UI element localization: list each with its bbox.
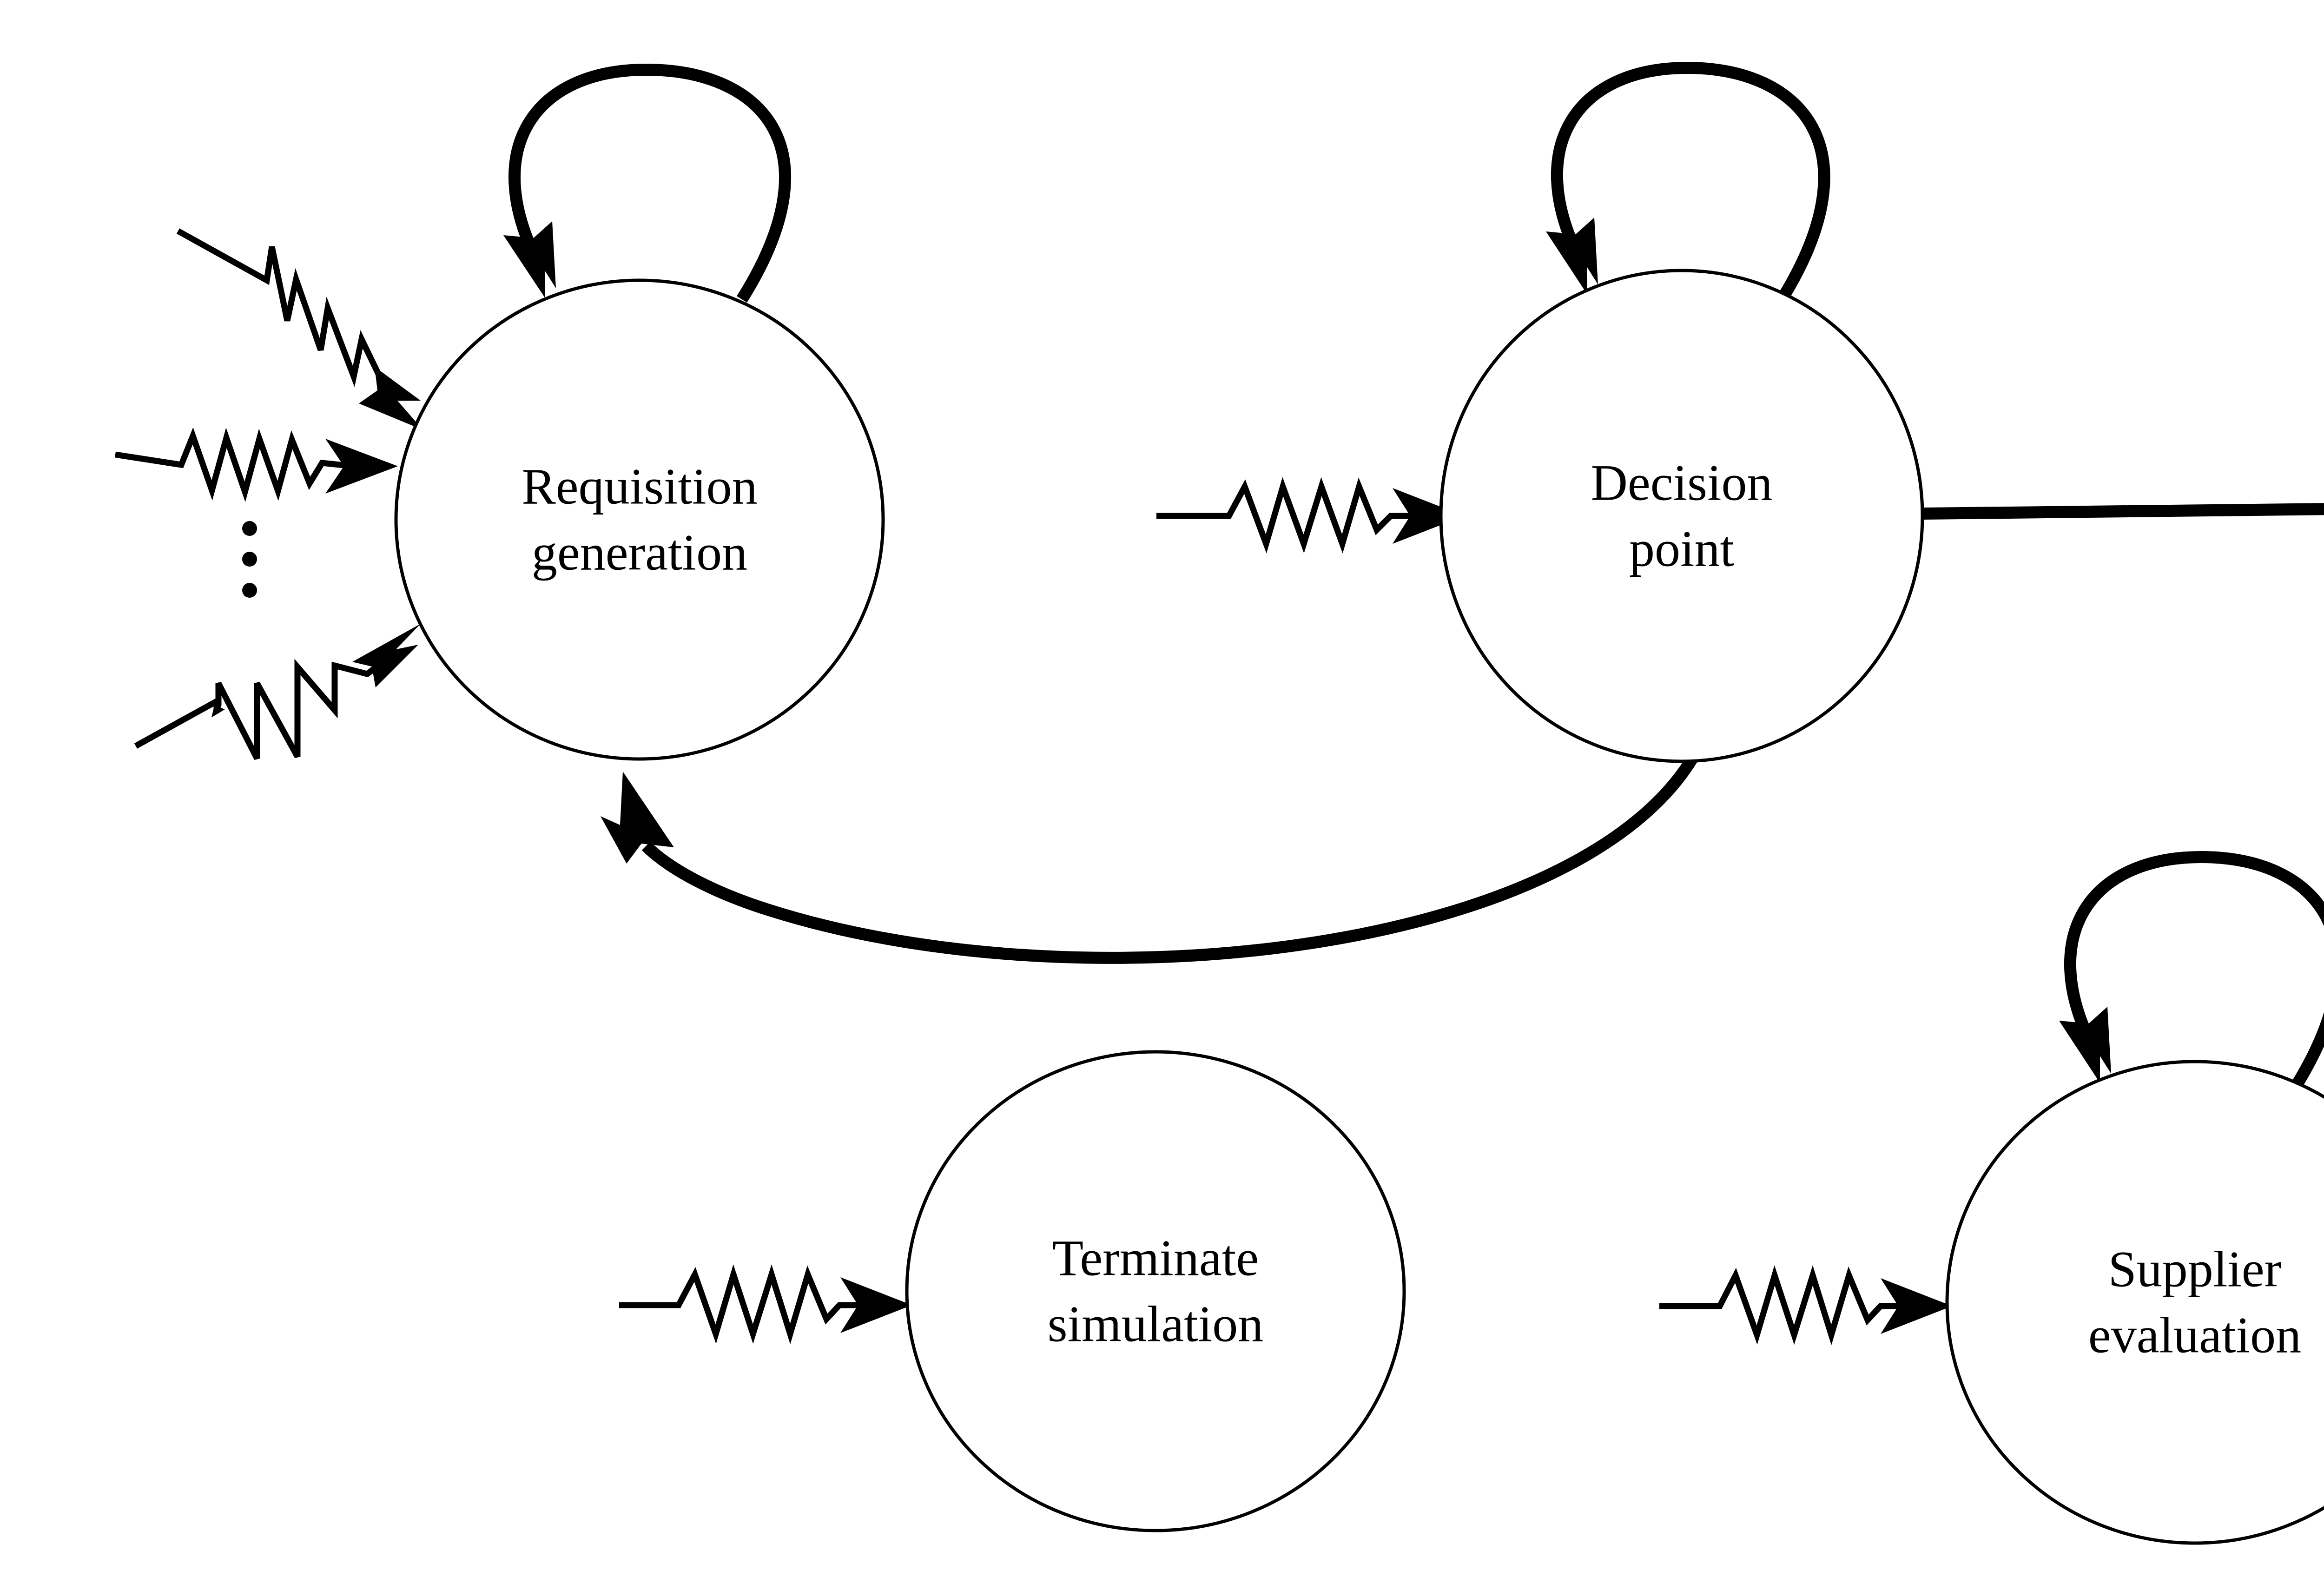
zigzag-requisition-top-arrowhead [359,367,423,430]
zigzag-requisition-bottom-arrowhead [352,624,421,687]
zigzag-requisition-middle-path [115,427,354,502]
decision-to-order-line [1922,503,2324,520]
edge-decision-to-requisition-feedback[interactable] [601,750,1701,964]
edge-zigzag-into-supplier-evaluation[interactable] [1659,1265,1952,1346]
zigzag-terminate-arrowhead [840,1277,912,1333]
zigzag-terminate-path [619,1264,868,1345]
zigzag-requisition-bottom-path [134,652,395,760]
supplier-evaluation-ellipse[interactable] [1945,1060,2324,1545]
supplier-evaluation-label-line1: Supplier [2108,1241,2282,1297]
ellipsis-dot-1 [242,521,257,536]
node-requisition-generation[interactable]: Requisition generation [394,278,885,761]
self-loop-supplier-path [2064,851,2324,1089]
vertical-ellipsis-requisition-inputs [242,521,257,598]
self-loop-decision-arrowhead [1546,218,1598,294]
edge-decision-to-order-delivery[interactable] [1922,470,2324,545]
supplier-evaluation-label-line2: evaluation [2088,1307,2301,1363]
terminate-simulation-label-line2: simulation [1048,1295,1263,1352]
zigzag-requisition-middle-arrowhead [325,439,398,494]
edge-self-loop-decision-point[interactable] [1546,61,1830,301]
decision-point-label-line1: Decision [1591,454,1772,511]
decision-point-label-line2: point [1629,520,1734,577]
self-loop-decision-path [1551,61,1830,301]
zigzag-requisition-top-path [176,228,393,400]
zigzag-decision-path [1156,477,1419,554]
self-loop-supplier-arrowhead [2059,1007,2111,1083]
edge-self-loop-supplier-evaluation[interactable] [2059,851,2324,1089]
zigzag-supplier-arrowhead [1881,1278,1952,1334]
edge-self-loop-requisition-generation[interactable] [503,63,791,303]
feedback-curve-path [641,750,1701,964]
node-supplier-evaluation[interactable]: Supplier evaluation [1945,1060,2324,1545]
decision-point-ellipse[interactable] [1439,269,1924,763]
requisition-generation-label-line1: Requisition [522,458,757,515]
self-loop-requisition-path [508,63,791,303]
edge-zigzag-into-requisition-top[interactable] [176,228,423,430]
node-terminate-simulation[interactable]: Terminate simulation [905,1050,1406,1532]
node-decision-point[interactable]: Decision point [1439,269,1924,763]
zigzag-decision-arrowhead [1393,488,1464,544]
feedback-curve-arrowhead [601,772,674,864]
edge-zigzag-into-decision-point[interactable] [1156,477,1464,554]
terminate-simulation-ellipse[interactable] [905,1050,1406,1532]
requisition-generation-label-line2: generation [532,524,747,581]
zigzag-supplier-path [1659,1265,1909,1346]
edge-zigzag-into-requisition-middle[interactable] [115,427,398,502]
ellipsis-dot-3 [242,583,257,598]
ellipsis-dot-2 [242,552,257,567]
self-loop-requisition-arrowhead [503,221,556,297]
edge-zigzag-into-terminate-simulation[interactable] [619,1264,912,1345]
terminate-simulation-label-line1: Terminate [1052,1229,1259,1286]
requisition-generation-ellipse[interactable] [394,278,885,761]
edge-zigzag-into-requisition-bottom[interactable] [134,624,421,760]
